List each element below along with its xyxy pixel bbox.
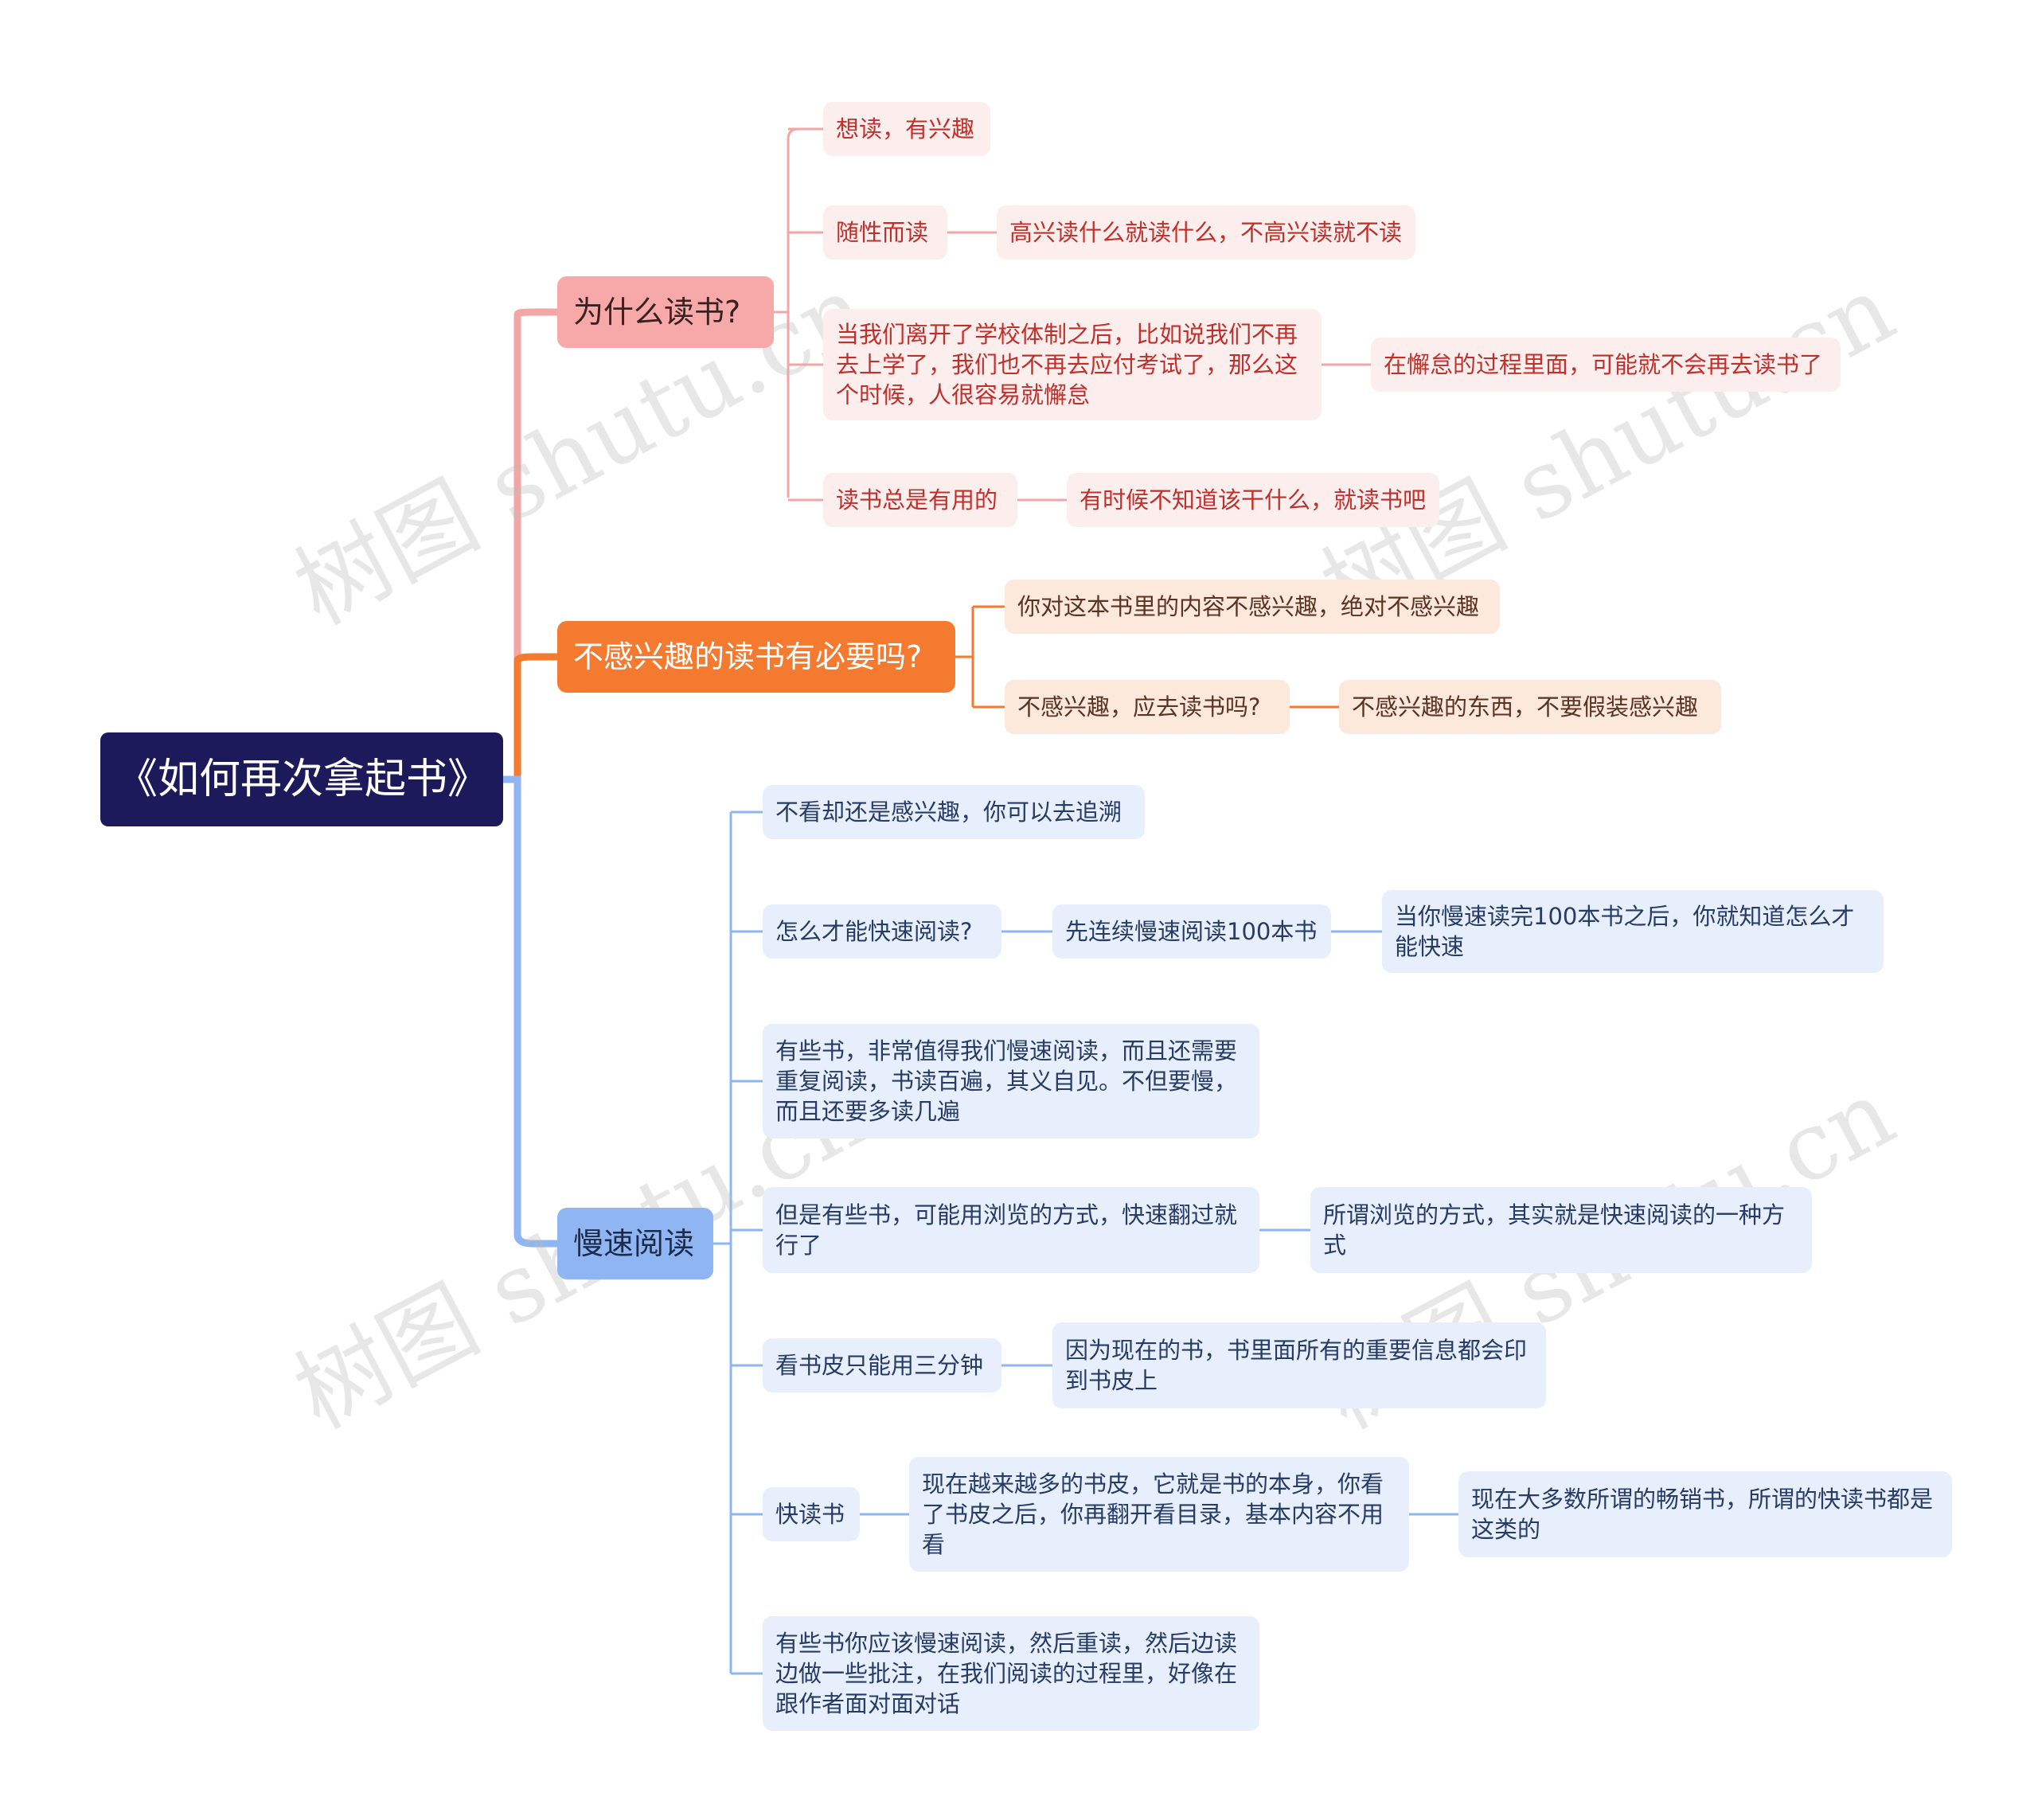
interest-item-should-read[interactable]: 不感兴趣，应去读书吗? (1005, 680, 1290, 734)
slow-item-how-fast[interactable]: 怎么才能快速阅读? (763, 904, 1001, 959)
branch-slow-reading[interactable]: 慢速阅读 (557, 1208, 713, 1279)
why-item-want-to-read[interactable]: 想读，有兴趣 (823, 102, 990, 156)
connector-slow-children (713, 810, 763, 1675)
connector-interest-children (955, 605, 1005, 709)
connector-root-why (503, 308, 557, 783)
why-item-read-casually[interactable]: 随性而读 (823, 205, 947, 260)
root-topic[interactable]: 《如何再次拿起书》 (100, 732, 503, 826)
slow-item-book-cover-detail[interactable]: 因为现在的书，书里面所有的重要信息都会印到书皮上 (1052, 1322, 1546, 1408)
branch-why-reading[interactable]: 为什么读书? (557, 276, 774, 348)
slow-item-browse-detail[interactable]: 所谓浏览的方式，其实就是快速阅读的一种方式 (1310, 1187, 1812, 1273)
connector-root-interest (503, 653, 557, 783)
why-item-read-casually-detail[interactable]: 高兴读什么就读什么，不高兴读就不读 (997, 205, 1415, 260)
connector-why-children (774, 127, 823, 502)
slow-item-annotate[interactable]: 有些书你应该慢速阅读，然后重读，然后边读边做一些批注，在我们阅读的过程里，好像在… (763, 1616, 1259, 1731)
interest-item-dont-pretend[interactable]: 不感兴趣的东西，不要假装感兴趣 (1339, 680, 1721, 734)
slow-item-browse[interactable]: 但是有些书，可能用浏览的方式，快速翻过就行了 (763, 1187, 1259, 1273)
slow-item-100-books-detail[interactable]: 当你慢速读完100本书之后，你就知道怎么才能快速 (1382, 890, 1884, 973)
why-item-slack-off-detail[interactable]: 在懈怠的过程里面，可能就不会再去读书了 (1371, 338, 1841, 392)
slow-item-fast-read[interactable]: 快读书 (763, 1487, 860, 1541)
interest-item-not-interested[interactable]: 你对这本书里的内容不感兴趣，绝对不感兴趣 (1005, 580, 1500, 634)
slow-item-100-books[interactable]: 先连续慢速阅读100本书 (1052, 904, 1331, 959)
why-item-always-useful[interactable]: 读书总是有用的 (823, 473, 1017, 527)
slow-item-worth-slow[interactable]: 有些书，非常值得我们慢速阅读，而且还需要重复阅读，书读百遍，其义自见。不但要慢，… (763, 1024, 1259, 1138)
slow-item-bestsellers[interactable]: 现在大多数所谓的畅销书，所谓的快读书都是这类的 (1458, 1471, 1952, 1557)
slow-item-trace-back[interactable]: 不看却还是感兴趣，你可以去追溯 (763, 785, 1145, 839)
branch-uninterested-reading[interactable]: 不感兴趣的读书有必要吗? (557, 621, 955, 693)
slow-item-fast-read-detail[interactable]: 现在越来越多的书皮，它就是书的本身，你看了书皮之后，你再翻开看目录，基本内容不用… (909, 1457, 1409, 1572)
why-item-always-useful-detail[interactable]: 有时候不知道该干什么，就读书吧 (1067, 473, 1439, 527)
slow-item-book-cover[interactable]: 看书皮只能用三分钟 (763, 1338, 1001, 1392)
connector-root-slow (503, 775, 557, 1248)
why-item-slack-off[interactable]: 当我们离开了学校体制之后，比如说我们不再去上学了，我们也不再去应付考试了，那么这… (823, 309, 1322, 420)
